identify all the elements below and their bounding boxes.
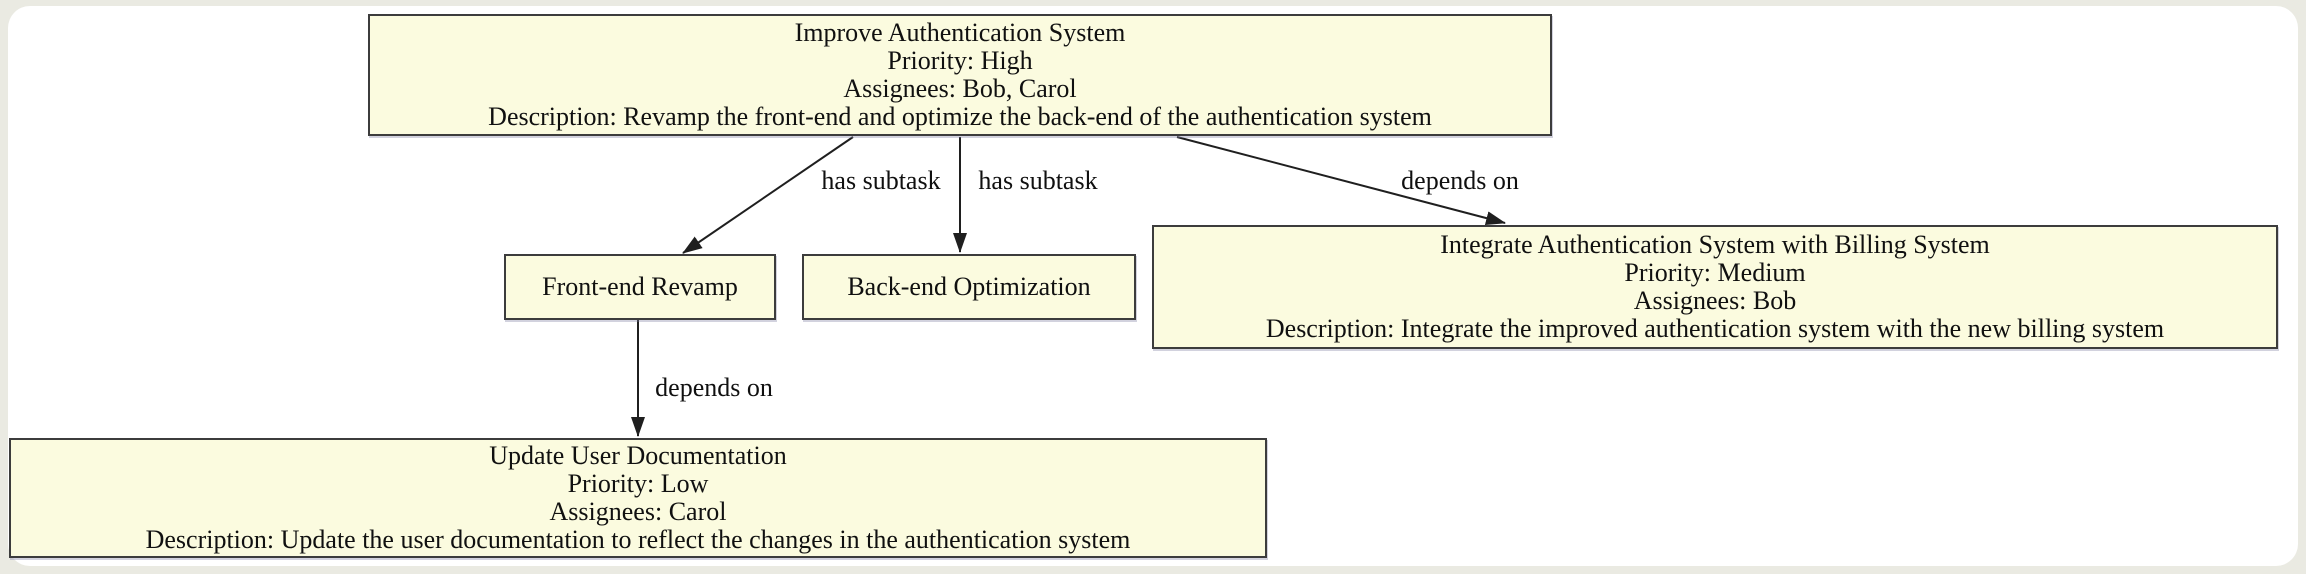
task-description: Description: Integrate the improved auth… [1265, 314, 2165, 343]
task-assignees: Assignees: Bob, Carol [843, 74, 1077, 103]
task-title: Front-end Revamp [542, 272, 738, 301]
task-description: Description: Update the user documentati… [145, 525, 1131, 554]
task-node-back-end-optimization: Back-end Optimization [802, 254, 1136, 320]
task-title: Integrate Authentication System with Bil… [1440, 230, 1990, 259]
task-node-improve-authentication-system: Improve Authentication System Priority: … [368, 14, 1552, 136]
edge-label-has-subtask-frontend: has subtask [821, 166, 941, 195]
task-description: Description: Revamp the front-end and op… [488, 102, 1432, 131]
task-title: Update User Documentation [489, 441, 787, 470]
task-priority: Priority: Low [567, 469, 709, 498]
edge-label-has-subtask-backend: has subtask [978, 166, 1098, 195]
task-assignees: Assignees: Carol [549, 497, 727, 526]
edge-label-depends-on-integrate: depends on [1401, 166, 1519, 195]
task-title: Improve Authentication System [794, 18, 1126, 47]
task-priority: Priority: High [887, 46, 1033, 75]
edge-label-depends-on-docs: depends on [655, 373, 773, 402]
task-node-front-end-revamp: Front-end Revamp [504, 254, 776, 320]
task-assignees: Assignees: Bob [1633, 286, 1797, 315]
task-node-integrate-authentication-billing: Integrate Authentication System with Bil… [1152, 225, 2278, 349]
task-node-update-user-documentation: Update User Documentation Priority: Low … [9, 438, 1267, 558]
task-title: Back-end Optimization [847, 272, 1091, 301]
task-priority: Priority: Medium [1624, 258, 1806, 287]
